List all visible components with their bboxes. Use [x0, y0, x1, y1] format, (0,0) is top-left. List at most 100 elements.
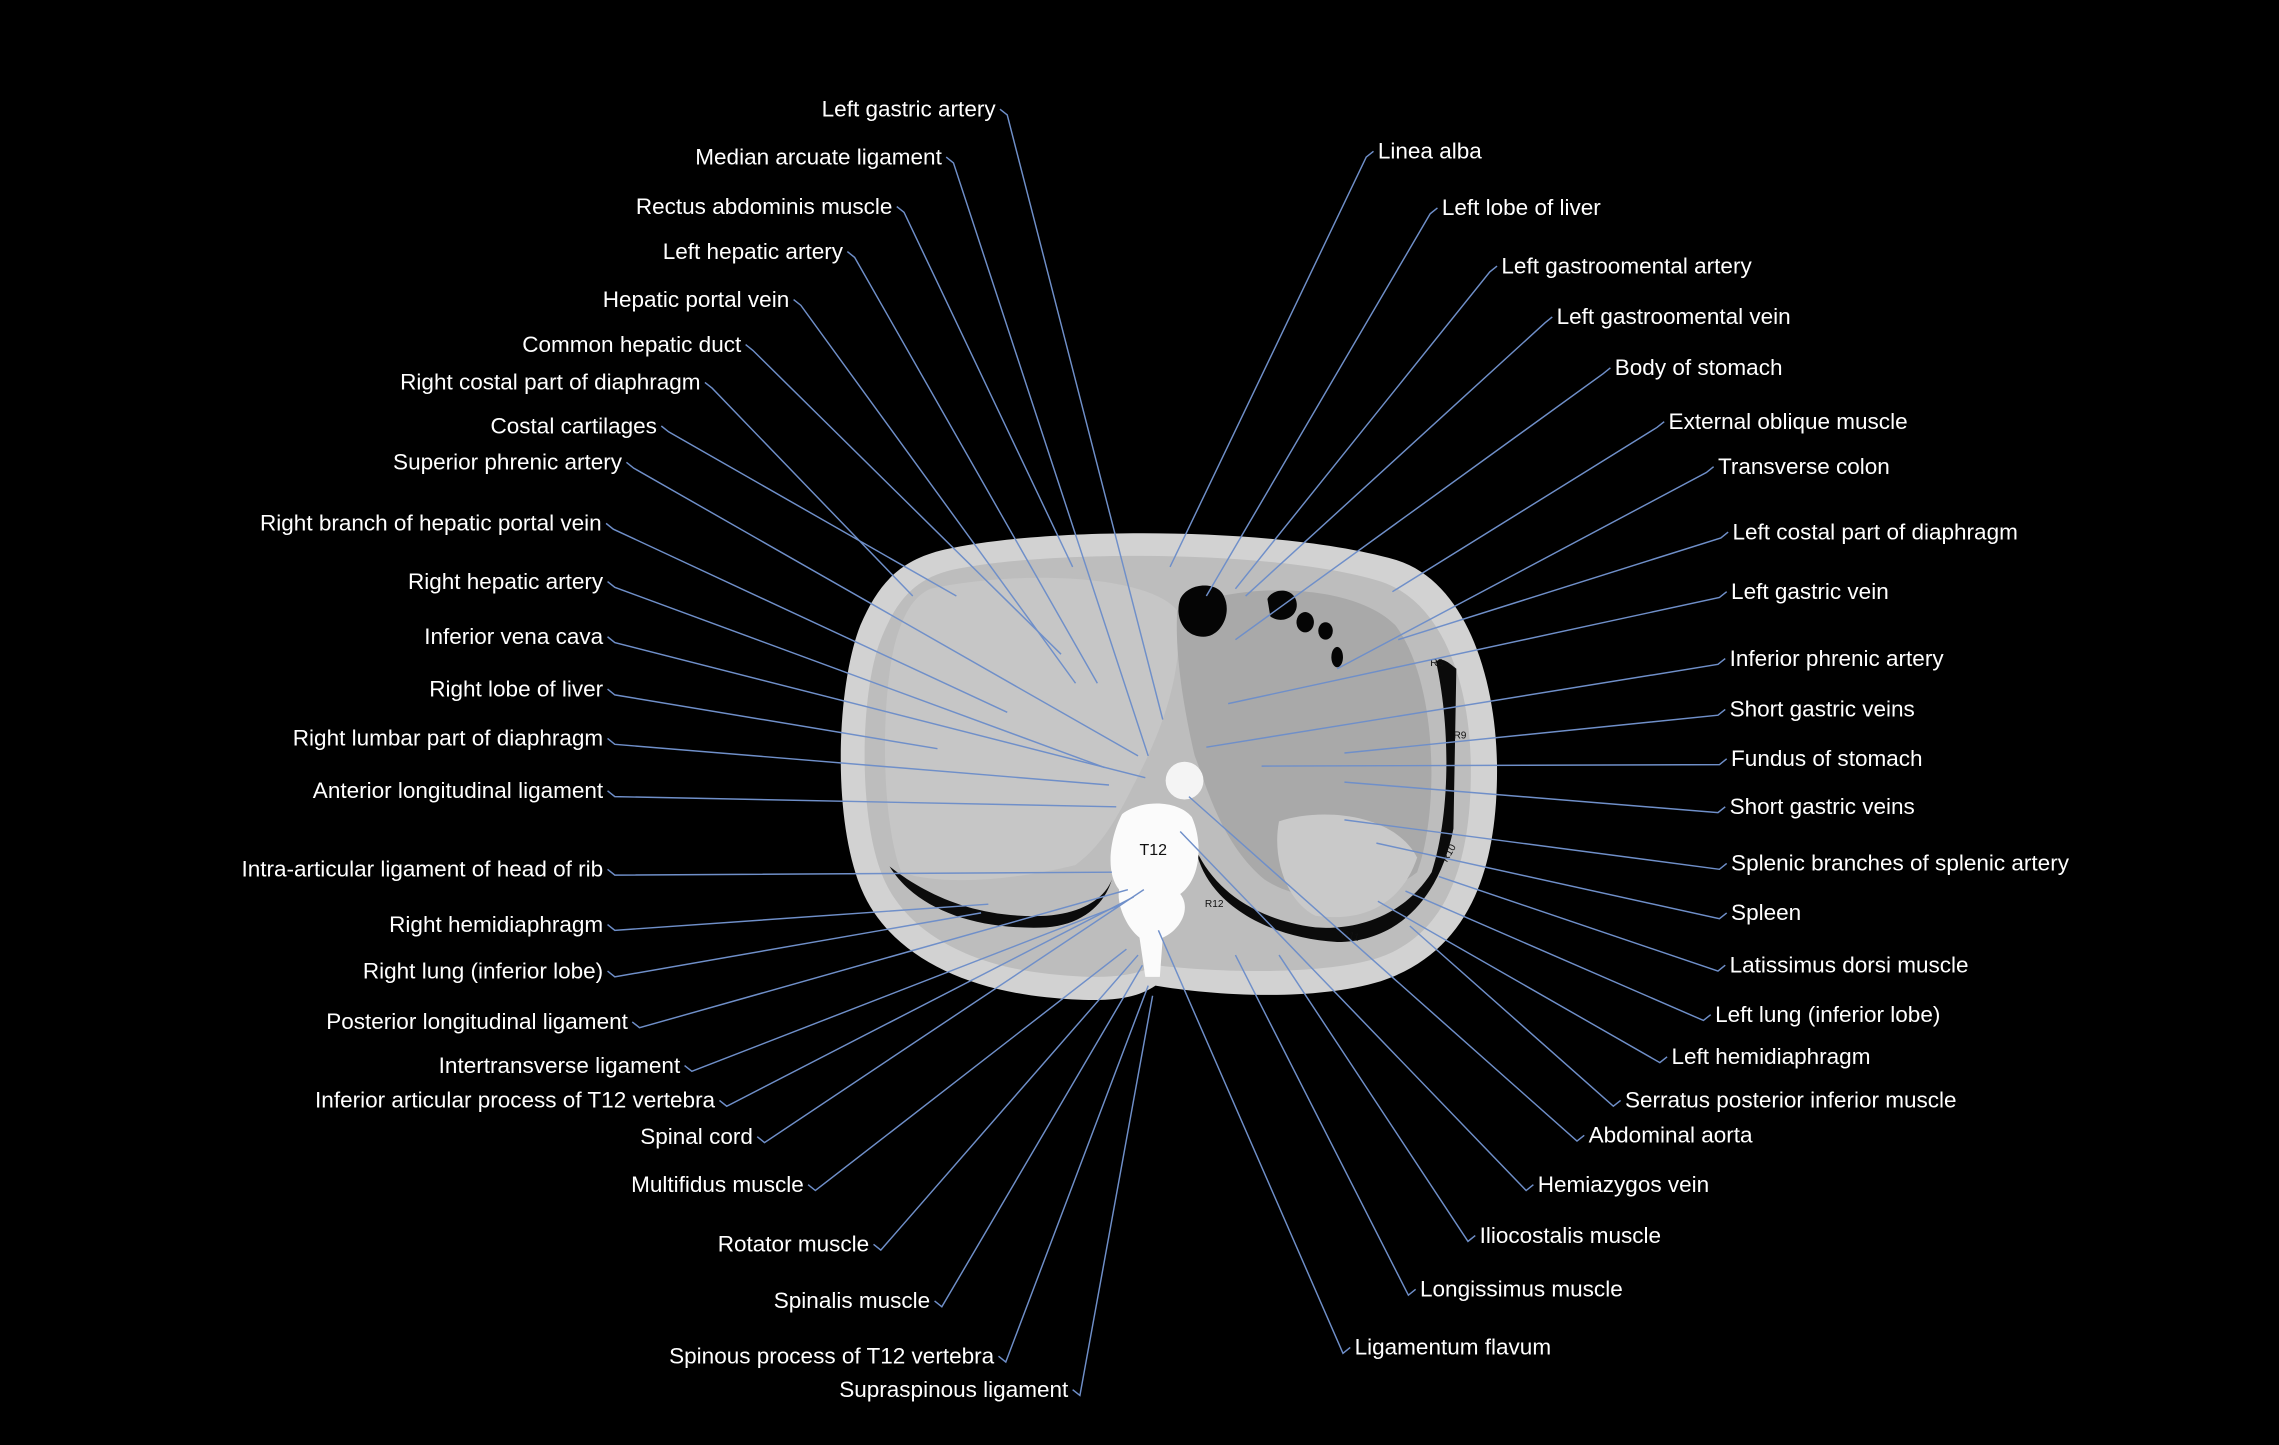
leader-line	[934, 964, 1144, 1308]
leader-line	[807, 948, 1127, 1192]
right-structure-label: Hemiazygos vein	[1538, 1172, 1709, 1197]
leader-line	[1438, 875, 1726, 972]
leader-line	[605, 522, 1008, 713]
leader-line	[1169, 150, 1374, 568]
right-structure-label: Inferior phrenic artery	[1730, 646, 1945, 671]
right-structure-label: Short gastric veins	[1730, 794, 1915, 819]
leader-line	[607, 868, 1112, 876]
gas-bubble	[1178, 585, 1227, 637]
left-structure-label: Right hepatic artery	[408, 569, 604, 594]
left-structure-label: Superior phrenic artery	[393, 450, 623, 475]
left-structure-label: Right lumbar part of diaphragm	[293, 726, 603, 751]
right-structure-label: External oblique muscle	[1669, 409, 1908, 434]
right-structure-label: Left costal part of diaphragm	[1733, 519, 2018, 544]
left-structure-label: Inferior articular process of T12 verteb…	[315, 1088, 716, 1113]
leader-line	[607, 912, 982, 978]
leader-line	[1377, 900, 1668, 1064]
left-structure-label: Right lobe of liver	[429, 676, 603, 701]
leader-line	[1228, 591, 1728, 705]
leader-line	[1344, 781, 1726, 814]
spleen	[1277, 814, 1418, 918]
right-structure-label: Left lung (inferior lobe)	[1715, 1002, 1940, 1027]
leader-line	[1405, 890, 1712, 1022]
left-structure-label: Costal cartilages	[491, 413, 657, 438]
aorta	[1165, 761, 1204, 800]
leader-line	[1261, 758, 1728, 767]
leader-line	[999, 108, 1164, 720]
leader-line	[1245, 316, 1553, 597]
gas-bubble	[1318, 622, 1333, 640]
rib-label-r9: R9	[1453, 730, 1466, 741]
leader-line	[607, 790, 1117, 808]
right-structure-label: Left gastroomental artery	[1501, 253, 1752, 278]
right-structure-label: Fundus of stomach	[1731, 746, 1922, 771]
left-structure-label: Spinal cord	[640, 1124, 753, 1149]
leader-line	[1234, 265, 1498, 590]
left-structure-label: Median arcuate ligament	[695, 144, 942, 169]
leader-line	[607, 737, 1110, 786]
leader-line	[719, 896, 1135, 1108]
left-structure-label: Multifidus muscle	[631, 1172, 804, 1197]
leader-line	[631, 888, 1129, 1029]
rib-label-r12: R12	[1205, 899, 1224, 910]
left-structure-label: Supraspinous ligament	[839, 1377, 1069, 1402]
left-structure-label: Posterior longitudinal ligament	[326, 1009, 628, 1034]
right-structure-label: Longissimus muscle	[1420, 1277, 1623, 1302]
leader-line	[793, 298, 1077, 684]
right-structure-label: Latissimus dorsi muscle	[1730, 952, 1969, 977]
leader-line	[1336, 466, 1715, 670]
leader-line	[846, 251, 1098, 684]
leader-line	[607, 580, 1105, 769]
vertebra-label: T12	[1140, 842, 1168, 859]
leader-line	[1179, 831, 1534, 1192]
right-structure-label: Ligamentum flavum	[1355, 1335, 1551, 1360]
leader-line	[998, 985, 1149, 1364]
right-structure-label: Abdominal aorta	[1589, 1123, 1753, 1148]
right-lung	[889, 866, 1112, 928]
leader-line	[704, 381, 914, 597]
leader-line	[625, 461, 1139, 757]
left-structure-label: Common hepatic duct	[522, 332, 742, 357]
t12-vertebra	[1110, 803, 1199, 977]
gas-bubble	[1296, 612, 1314, 633]
leader-line	[756, 889, 1145, 1144]
left-structure-label: Rotator muscle	[718, 1232, 869, 1257]
leader-lines	[605, 108, 1729, 1397]
leader-line	[684, 904, 1120, 1073]
leader-line	[1234, 954, 1417, 1297]
leader-line	[1344, 819, 1728, 871]
right-structure-label: Short gastric veins	[1730, 697, 1915, 722]
right-structure-label: Iliocostalis muscle	[1480, 1223, 1661, 1248]
leader-line	[1278, 954, 1476, 1243]
left-structure-label: Hepatic portal vein	[603, 287, 789, 312]
left-structure-label: Spinalis muscle	[774, 1288, 930, 1313]
leader-line	[1397, 531, 1729, 641]
leader-line	[1205, 207, 1438, 597]
leader-line	[1376, 842, 1728, 920]
left-structure-label: Inferior vena cava	[424, 624, 603, 649]
right-structure-label: Body of stomach	[1615, 355, 1783, 380]
leader-line	[1188, 796, 1585, 1143]
left-structure-label: Right costal part of diaphragm	[400, 370, 700, 395]
right-structure-label: Splenic branches of splenic artery	[1731, 851, 2070, 876]
left-structure-label: Rectus abdominis muscle	[636, 194, 893, 219]
leader-line	[1392, 421, 1665, 593]
ct-axial-slice: T12 R8 R9 R10 R11 R12	[840, 533, 1498, 1001]
left-structure-label: Right lung (inferior lobe)	[363, 958, 603, 983]
leader-line	[1072, 995, 1154, 1397]
right-structure-label: Left gastroomental vein	[1557, 304, 1791, 329]
leader-line	[896, 205, 1074, 568]
leader-line	[607, 688, 938, 750]
leader-line	[1344, 708, 1726, 754]
leader-line	[660, 425, 957, 597]
leader-line	[1235, 367, 1611, 641]
leader-line	[1157, 930, 1351, 1355]
left-structure-label: Left hepatic artery	[663, 239, 844, 264]
leader-line	[945, 156, 1149, 757]
right-structure-label: Spleen	[1731, 900, 1801, 925]
right-structure-label: Serratus posterior inferior muscle	[1625, 1088, 1957, 1113]
leader-line	[607, 903, 989, 932]
leader-line	[745, 344, 1062, 655]
right-structure-label: Left gastric vein	[1731, 579, 1889, 604]
